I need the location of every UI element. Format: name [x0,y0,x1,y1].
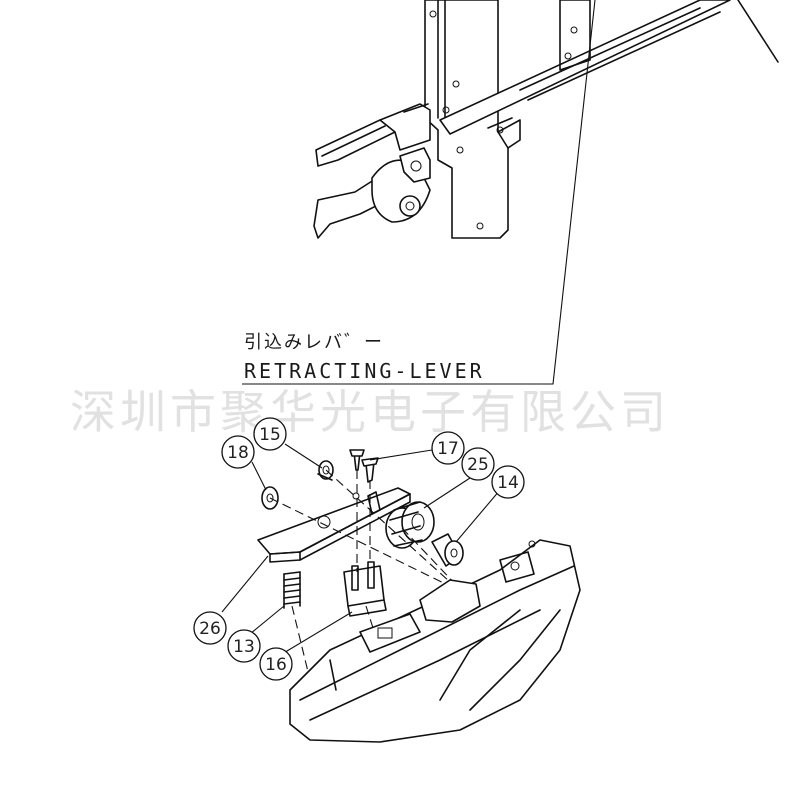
callout-14-label: 14 [497,473,519,493]
callout-13-label: 13 [233,637,255,657]
callout-17-label: 17 [437,439,459,459]
feeder-unit [313,0,779,239]
lower-housing [289,539,581,743]
callout-17: 17 [431,431,465,465]
watermark-text: 深圳市聚华光电子有限公司 [70,385,670,439]
callout-18-label: 18 [227,443,249,463]
callouts: 15 18 17 25 14 26 13 16 [193,417,525,681]
callout-13: 13 [227,629,261,663]
callout-26: 26 [193,611,227,645]
lever-leader [242,0,596,385]
lever-label-jp: 引込みレバ゛ー [244,332,384,353]
callout-25-label: 25 [467,455,489,475]
callout-14: 14 [491,465,525,499]
callout-16: 16 [259,647,293,681]
callout-26-label: 26 [199,619,221,639]
lever-label-en: RETRACTING-LEVER [244,359,485,383]
callout-25: 25 [461,447,495,481]
callout-15-label: 15 [259,425,281,445]
callout-16-label: 16 [265,655,287,675]
callout-18: 18 [221,435,255,469]
callout-15: 15 [253,417,287,451]
exploded-parts [257,449,561,681]
